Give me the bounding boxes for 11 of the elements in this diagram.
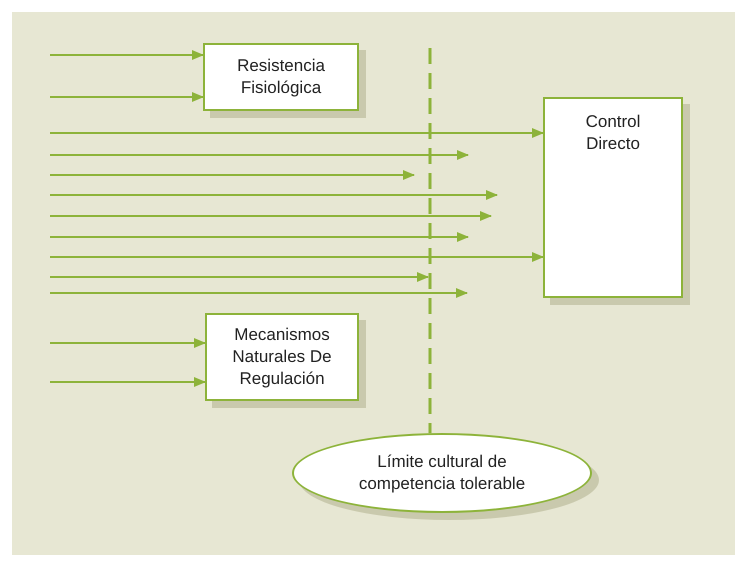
arrow bbox=[50, 92, 204, 102]
node-label: Resistencia Fisiológica bbox=[236, 54, 326, 99]
node-label: Límite cultural de competencia tolerable bbox=[358, 450, 526, 495]
dashed-line bbox=[428, 48, 432, 434]
arrow bbox=[50, 50, 204, 60]
node-label: Control Directo bbox=[584, 111, 642, 156]
node-label: Mecanismos Naturales De Regulación bbox=[231, 324, 333, 390]
arrow bbox=[50, 128, 544, 138]
arrow bbox=[50, 252, 544, 262]
arrow bbox=[50, 377, 206, 387]
arrow bbox=[50, 338, 206, 348]
